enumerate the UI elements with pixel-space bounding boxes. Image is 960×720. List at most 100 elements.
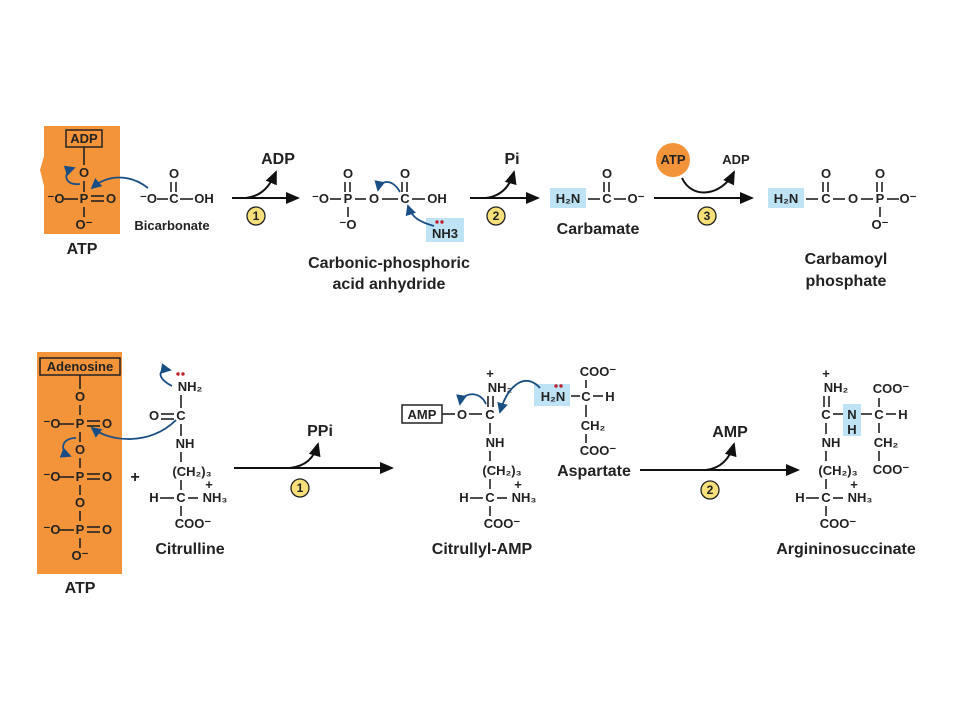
- svg-text:O: O: [149, 408, 159, 423]
- svg-text:O: O: [75, 442, 85, 457]
- svg-text:C: C: [400, 191, 410, 206]
- carbamoyl-label-2: phosphate: [806, 273, 887, 290]
- svg-text:+: +: [822, 366, 830, 381]
- svg-text:NH₃: NH₃: [512, 490, 537, 505]
- svg-text:NH: NH: [176, 436, 195, 451]
- svg-text:+: +: [850, 477, 858, 492]
- reaction-1: ADP O P ⁻O O O⁻ ATP ⁻O C OH O Bicarbonat…: [40, 126, 917, 293]
- svg-text:⁻O: ⁻O: [44, 469, 61, 484]
- svg-text:P: P: [76, 416, 85, 431]
- svg-text:O: O: [79, 165, 89, 180]
- svg-text:CH₂: CH₂: [581, 418, 606, 433]
- svg-text:O: O: [106, 191, 116, 206]
- svg-text:COO⁻: COO⁻: [820, 516, 857, 531]
- svg-text:NH₃: NH₃: [848, 490, 873, 505]
- anhydride-label-2: acid anhydride: [333, 276, 446, 293]
- r1-arrow2-product: Pi: [504, 151, 519, 168]
- svg-text:O: O: [102, 416, 112, 431]
- svg-text:C: C: [169, 191, 179, 206]
- svg-text:O: O: [457, 407, 467, 422]
- svg-text:COO⁻: COO⁻: [873, 462, 910, 477]
- svg-text:O: O: [875, 166, 885, 181]
- svg-text:(CH₂)₃: (CH₂)₃: [482, 463, 521, 478]
- plus-sign: +: [130, 469, 139, 486]
- svg-text:C: C: [821, 191, 831, 206]
- amp-box-label: AMP: [408, 407, 437, 422]
- svg-text:H₂N: H₂N: [774, 191, 799, 206]
- svg-text:C: C: [176, 408, 186, 423]
- svg-text:NH₂: NH₂: [488, 380, 513, 395]
- svg-text:NH: NH: [486, 435, 505, 450]
- carbamate-label: Carbamate: [557, 221, 640, 238]
- svg-text:O: O: [400, 166, 410, 181]
- svg-text:⁻O: ⁻O: [340, 217, 357, 232]
- svg-text:⁻O: ⁻O: [48, 191, 65, 206]
- svg-text:O⁻: O⁻: [900, 191, 917, 206]
- nh3-highlight: [426, 218, 464, 242]
- adp-box-label: ADP: [70, 131, 98, 146]
- svg-text:COO⁻: COO⁻: [580, 443, 617, 458]
- svg-text:+: +: [514, 477, 522, 492]
- citrullyl-label: Citrullyl-AMP: [432, 541, 533, 558]
- r1-step1-number: 1: [253, 209, 260, 223]
- aspartate-label: Aspartate: [557, 463, 631, 480]
- r2-step1-badge: [290, 478, 310, 498]
- bicarbonate-label: Bicarbonate: [134, 218, 209, 233]
- svg-text:COO⁻: COO⁻: [873, 381, 910, 396]
- svg-text:NH₂: NH₂: [178, 379, 203, 394]
- r2-arrow1-product: PPi: [307, 423, 333, 440]
- adenosine-box-label: Adenosine: [47, 359, 113, 374]
- svg-text:CH₂: CH₂: [874, 435, 899, 450]
- svg-text:H: H: [459, 490, 468, 505]
- svg-text:C: C: [581, 389, 591, 404]
- svg-text:O: O: [343, 166, 353, 181]
- svg-text:NH: NH: [822, 435, 841, 450]
- atp-circle-label: ATP: [660, 152, 685, 167]
- svg-text:O: O: [848, 191, 858, 206]
- svg-text:+: +: [205, 477, 213, 492]
- svg-text:C: C: [485, 490, 495, 505]
- svg-text:COO⁻: COO⁻: [484, 516, 521, 531]
- svg-text:COO⁻: COO⁻: [580, 364, 617, 379]
- svg-text:P: P: [76, 522, 85, 537]
- r1-step3-number: 3: [704, 209, 711, 223]
- r1-step2-badge: [486, 206, 506, 226]
- reaction-2: Adenosine O P ⁻O O O P ⁻O O O P ⁻O O O⁻ …: [37, 352, 916, 597]
- svg-text:C: C: [874, 407, 884, 422]
- svg-text:N: N: [847, 407, 856, 422]
- argininosuccinate-label: Argininosuccinate: [776, 541, 916, 558]
- svg-text:(CH₂)₃: (CH₂)₃: [172, 464, 211, 479]
- svg-text:P: P: [76, 469, 85, 484]
- svg-text:O: O: [75, 389, 85, 404]
- svg-text:P: P: [80, 191, 89, 206]
- svg-text:NH₂: NH₂: [824, 380, 849, 395]
- r1-step2-number: 2: [493, 209, 500, 223]
- svg-text:H: H: [847, 422, 856, 437]
- atp-circle: [656, 143, 690, 177]
- svg-text:H₂N: H₂N: [556, 191, 581, 206]
- r1-step1-badge: [246, 206, 266, 226]
- atp-panel: [40, 126, 120, 234]
- r2-step2-badge: [700, 480, 720, 500]
- r2-step1-number: 1: [297, 481, 304, 495]
- citrulline-label: Citrulline: [155, 541, 224, 558]
- svg-text:O: O: [169, 166, 179, 181]
- svg-text:(CH₂)₃: (CH₂)₃: [818, 463, 857, 478]
- svg-text:C: C: [485, 407, 495, 422]
- svg-text:H: H: [605, 389, 614, 404]
- r2-arrow2-product: AMP: [712, 424, 748, 441]
- atp-label-2: ATP: [65, 580, 96, 597]
- svg-text:O: O: [369, 191, 379, 206]
- svg-text:C: C: [821, 407, 831, 422]
- r1-arrow1-product: ADP: [261, 151, 295, 168]
- atp-label: ATP: [67, 241, 98, 258]
- svg-text:O: O: [102, 469, 112, 484]
- svg-text:O: O: [75, 495, 85, 510]
- nh3-label: NH3: [432, 226, 458, 241]
- svg-text:OH: OH: [427, 191, 447, 206]
- svg-text:⁻O: ⁻O: [140, 191, 157, 206]
- carbamoyl-label-1: Carbamoyl: [805, 251, 888, 268]
- anhydride-label-1: Carbonic-phosphoric: [308, 255, 470, 272]
- svg-text:O⁻: O⁻: [872, 217, 889, 232]
